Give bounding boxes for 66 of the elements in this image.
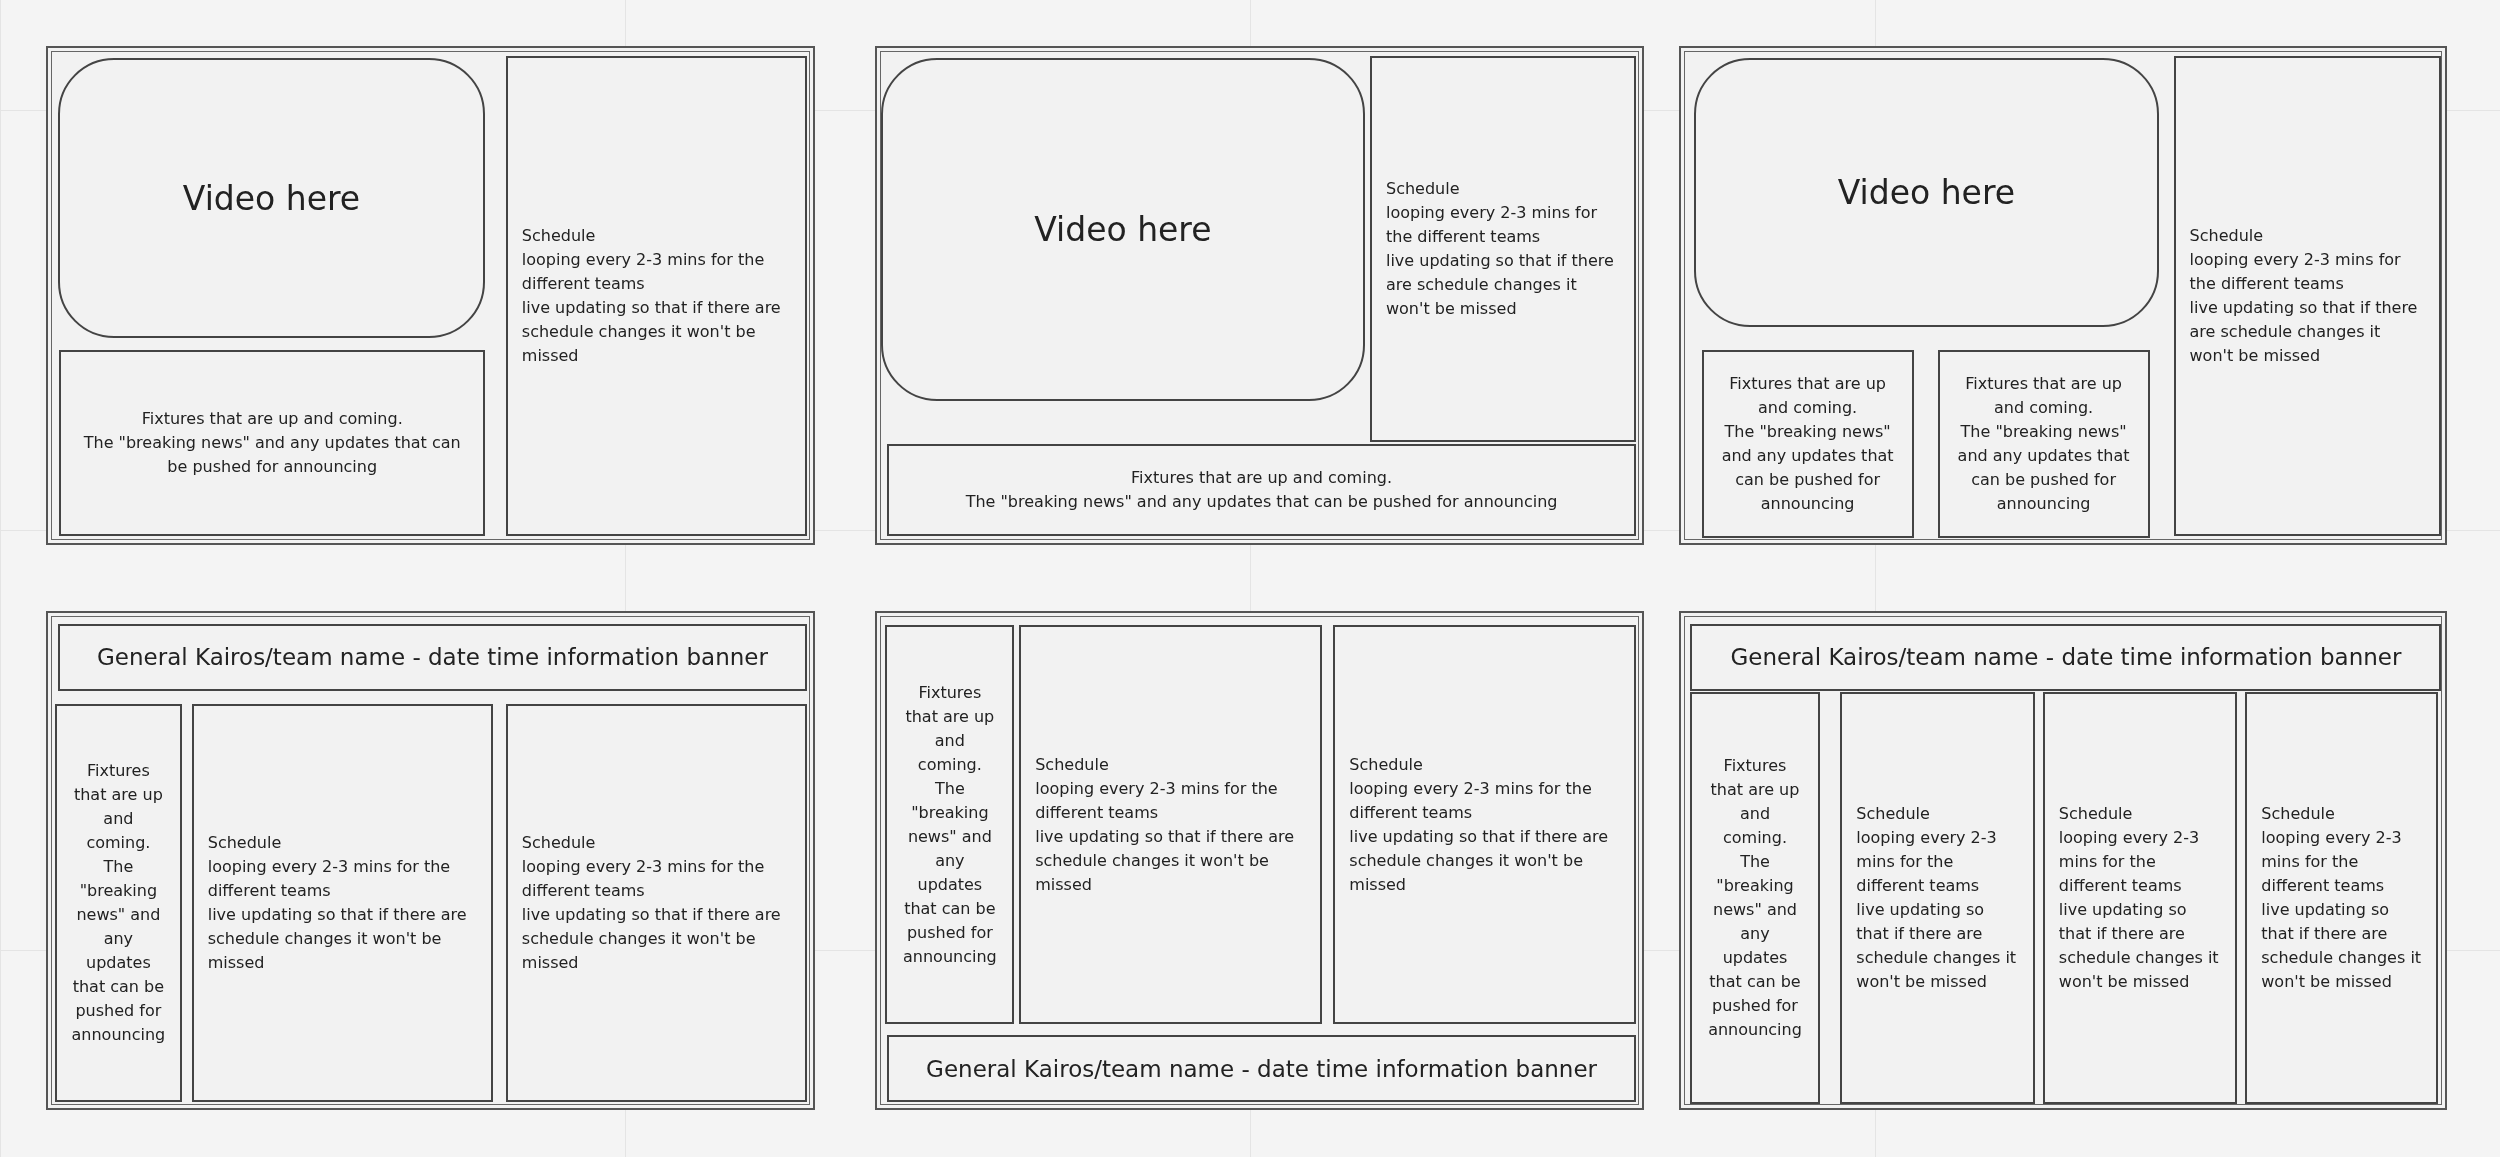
schedule-panel (1333, 625, 1637, 1024)
panel-text: Fixtures that are up and coming. (1964, 372, 2123, 419)
panel-text: live updating so that if there are schedule changes it won't be missed (207, 903, 468, 974)
panel-text: live updating so that if there are schedule changes it won't be missed (2058, 899, 2220, 994)
schedule-panel (2245, 692, 2439, 1104)
placeholder-label: General Kairos/team name - date time information banner (925, 1055, 1599, 1082)
panel-text: Fixtures that are up and coming. (1728, 372, 1887, 419)
wireframe-panel (875, 610, 1644, 1110)
panel-text: Fixtures that are up and coming. (904, 681, 996, 776)
schedule-panel (1840, 692, 2035, 1104)
panel-text: The "breaking news" and any updates that can be pushed for announcing (82, 431, 462, 478)
panel-text: Fixtures that are up and coming. (1709, 755, 1801, 850)
fixtures-panel (885, 625, 1015, 1024)
panel-text: The "breaking news" and any updates that can be pushed for announcing (902, 777, 998, 968)
wireframe-panel (46, 46, 815, 546)
info-banner (886, 1035, 1637, 1103)
schedule-panel (505, 703, 808, 1103)
panel-heading: Schedule (1385, 178, 1461, 201)
schedule-panel (191, 703, 494, 1103)
panel-text: The "breaking news" and any updates that can be pushed for announcing (70, 855, 167, 1046)
placeholder-label: General Kairos/team name - date time information banner (96, 644, 769, 671)
video-frame: Video here (57, 57, 486, 339)
panel-heading: Schedule (521, 831, 597, 854)
info-banner (57, 623, 808, 691)
panel-text: live updating so that if there are schedule changes it won't be missed (1385, 250, 1615, 321)
video-frame: Video here (1693, 57, 2160, 328)
fixtures-panel (1701, 349, 1914, 538)
fixtures-panel (59, 349, 486, 537)
panel-text: The "breaking news" and any updates that can be pushed for announcing (964, 490, 1559, 513)
fixtures-panel (1937, 349, 2150, 538)
info-banner (1690, 623, 2442, 691)
panel-text: live updating so that if there are schedule changes it won't be missed (2261, 899, 2423, 994)
panel-heading: Schedule (2189, 225, 2265, 248)
panel-text: live updating so that if there are schedule changes it won't be missed (2189, 297, 2419, 368)
schedule-panel (2173, 56, 2442, 537)
schedule-panel (2042, 692, 2238, 1104)
panel-heading: Schedule (1349, 753, 1424, 776)
panel-text: live updating so that if there are schedule changes it won't be missed (521, 903, 782, 974)
panel-text: live updating so that if there are schedule changes it won't be missed (1349, 825, 1610, 896)
panel-text: live updating so that if there are schedule changes it won't be missed (1856, 899, 2018, 994)
panel-text: The "breaking news" and any updates that can be pushed for announcing (1720, 420, 1895, 515)
fixtures-panel (886, 443, 1637, 537)
video-frame: Video here (880, 57, 1366, 401)
panel-text: The "breaking news" and any updates that can be pushed for announcing (1707, 851, 1803, 1042)
panel-text: The "breaking news" and any updates that can be pushed for announcing (1956, 420, 2131, 515)
wireframe-panel (1678, 46, 2448, 546)
wireframe-panel (46, 610, 815, 1110)
panel-text: Fixtures that are up and coming. (72, 759, 164, 854)
panel-heading: Schedule (2058, 803, 2134, 826)
panel-heading: Schedule (1035, 753, 1110, 776)
wireframe-panel (875, 46, 1644, 546)
panel-text: live updating so that if there are schedule changes it won't be missed (1035, 825, 1296, 896)
panel-heading: Schedule (207, 831, 283, 854)
schedule-panel (1369, 56, 1637, 443)
panel-heading: Schedule (521, 225, 597, 248)
placeholder-label: General Kairos/team name - date time information banner (1729, 644, 2403, 671)
panel-heading: Schedule (2261, 803, 2336, 826)
fixtures-panel (1690, 692, 1820, 1104)
schedule-panel (1019, 625, 1323, 1024)
panel-text: Fixtures that are up and coming. (1130, 466, 1394, 489)
fixtures-panel (54, 703, 183, 1103)
wireframe-panel (1678, 610, 2448, 1110)
panel-text: Fixtures that are up and coming. (140, 407, 404, 430)
schedule-panel (505, 56, 808, 537)
panel-text: live updating so that if there are schedule changes it won't be missed (521, 297, 782, 368)
panel-heading: Schedule (1856, 803, 1931, 826)
